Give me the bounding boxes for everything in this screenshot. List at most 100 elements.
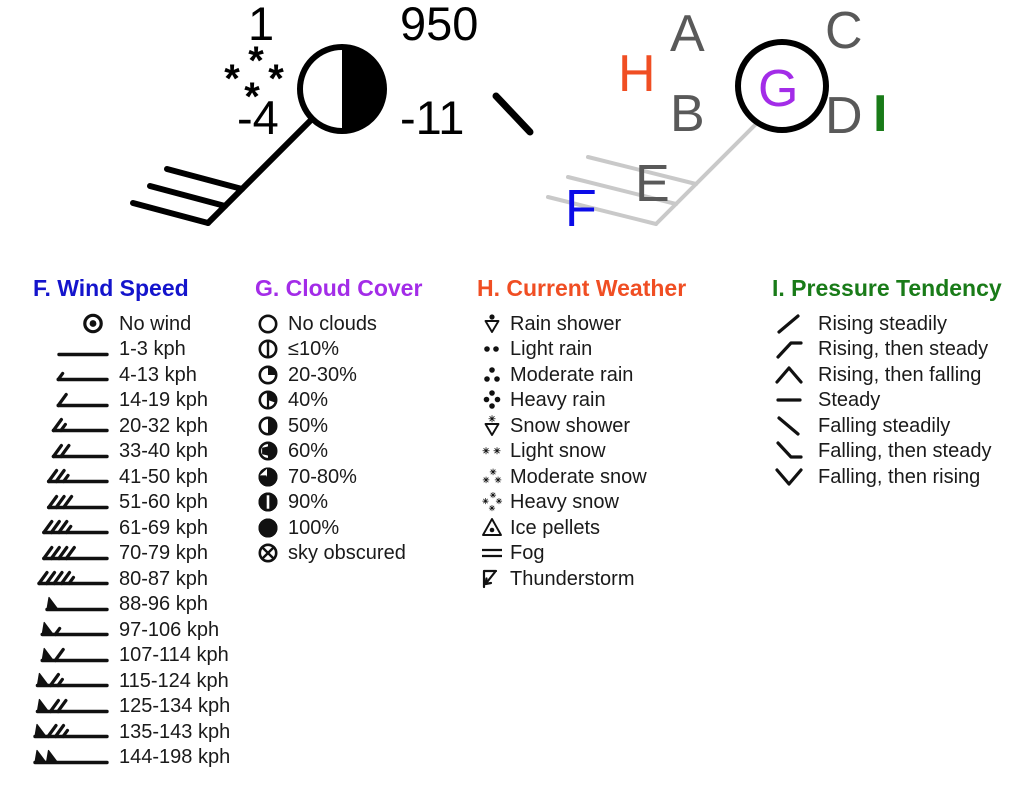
legend-item-label: 51-60 kph	[119, 491, 208, 514]
legend-item: 107-114 kph	[33, 643, 230, 669]
legend-item: Heavy rain	[477, 388, 686, 414]
barb-icon	[33, 643, 115, 668]
legend-item: 41-50 kph	[33, 464, 230, 490]
svg-text:✳: ✳	[489, 504, 496, 513]
station-model-labeled: A B C D E F G H I	[530, 0, 950, 265]
legend-item: ✳ Snow shower	[477, 413, 686, 439]
legend-item-label: Light snow	[510, 440, 606, 463]
legend-item-label: 100%	[288, 516, 340, 539]
label-I: I	[873, 85, 888, 143]
svg-text:✳: ✳	[494, 475, 502, 485]
legend-item: No wind	[33, 311, 230, 337]
svg-text:✳: ✳	[493, 446, 501, 456]
falling-then-steady-icon	[772, 439, 806, 463]
svg-text:✳: ✳	[482, 446, 490, 456]
station-model-example: 1 950 -4 -11 * * * *	[100, 0, 560, 265]
barb-icon	[33, 464, 115, 489]
svg-text:*: *	[244, 75, 260, 119]
legend-item-label: No wind	[119, 312, 192, 335]
legend-item: Falling steadily	[772, 413, 1002, 439]
legend-item-label: Rising steadily	[818, 312, 947, 335]
snow-shower-icon: ✳	[477, 414, 507, 438]
cloud-10-icon	[255, 338, 281, 360]
legend-list-cloud-cover: No clouds≤10%20-30%40%50%60%70-80%90%100…	[255, 311, 422, 566]
calm-icon	[33, 311, 115, 336]
legend-item-label: Heavy snow	[510, 491, 619, 514]
barb-icon	[33, 668, 115, 693]
legend-item: 70-80%	[255, 464, 422, 490]
legend-item-label: 20-30%	[288, 363, 357, 386]
legend-item: 90%	[255, 490, 422, 516]
legend-item-label: Ice pellets	[510, 516, 601, 539]
legend-item: 100%	[255, 515, 422, 541]
legend-item: Ice pellets	[477, 515, 686, 541]
cloud-60-icon	[255, 440, 281, 462]
legend-item-label: 115-124 kph	[119, 669, 229, 692]
light-snow-icon: ✳✳	[477, 439, 507, 463]
legend-item: 20-32 kph	[33, 413, 230, 439]
legend-item: 80-87 kph	[33, 566, 230, 592]
cloud-obscured-icon	[255, 542, 281, 564]
barb-icon	[33, 515, 115, 540]
legend-item: 4-13 kph	[33, 362, 230, 388]
legend-item-label: Snow shower	[510, 414, 631, 437]
barb-icon	[33, 719, 115, 744]
legend-item-label: Falling, then rising	[818, 465, 981, 488]
legend-item: 144-198 kph	[33, 745, 230, 771]
legend-item: 1-3 kph	[33, 337, 230, 363]
legend-item: 97-106 kph	[33, 617, 230, 643]
legend-item: No clouds	[255, 311, 422, 337]
present-weather-heavy-snow-icon: * * * *	[224, 39, 284, 119]
svg-text:*: *	[248, 39, 264, 83]
barb-icon	[33, 745, 115, 770]
legend-item: Rising, then falling	[772, 362, 1002, 388]
barb-icon	[33, 362, 115, 387]
legend-item: 40%	[255, 388, 422, 414]
rain-shower-icon	[477, 312, 507, 336]
svg-text:✳: ✳	[488, 414, 496, 424]
svg-text:✳: ✳	[489, 467, 497, 477]
rising-then-steady-icon	[772, 337, 806, 361]
cloud-cover-and-wind-barb	[130, 44, 387, 226]
svg-text:✳: ✳	[496, 497, 503, 506]
legend-item-label: 40%	[288, 389, 329, 412]
temperature-value: -4	[237, 91, 279, 144]
svg-text:*: *	[224, 57, 240, 101]
barb-icon	[33, 439, 115, 464]
legend-item: 61-69 kph	[33, 515, 230, 541]
legend-item: 50%	[255, 413, 422, 439]
legend-item-label: 70-79 kph	[119, 542, 208, 565]
cloud-0-icon	[255, 313, 281, 335]
legend-item: ✳✳✳Moderate snow	[477, 464, 686, 490]
legend-item: Rain shower	[477, 311, 686, 337]
legend-item: 51-60 kph	[33, 490, 230, 516]
falling-then-rising-icon	[772, 465, 806, 489]
barb-icon	[33, 413, 115, 438]
barb-icon	[33, 388, 115, 413]
legend-item-label: 61-69 kph	[119, 516, 208, 539]
cloud-75-icon	[255, 466, 281, 488]
legend-item: ✳✳✳✳Heavy snow	[477, 490, 686, 516]
legend-item-label: Moderate snow	[510, 465, 647, 488]
legend-item: Falling, then rising	[772, 464, 1002, 490]
barb-icon	[33, 337, 115, 362]
legend-item-label: 33-40 kph	[119, 440, 208, 463]
moderate-snow-icon: ✳✳✳	[477, 465, 507, 489]
legend-item: 115-124 kph	[33, 668, 230, 694]
legend-item-label: Heavy rain	[510, 389, 606, 412]
label-H: H	[618, 45, 656, 103]
barb-icon	[33, 694, 115, 719]
legend-item-label: 90%	[288, 491, 329, 514]
fog-icon	[477, 541, 507, 565]
legend-item: Light rain	[477, 337, 686, 363]
label-F: F	[565, 180, 597, 238]
heavy-rain-icon	[477, 388, 507, 412]
legend-item: 88-96 kph	[33, 592, 230, 618]
barb-icon	[33, 541, 115, 566]
legend-item: Falling, then steady	[772, 439, 1002, 465]
svg-text:✳: ✳	[482, 475, 490, 485]
